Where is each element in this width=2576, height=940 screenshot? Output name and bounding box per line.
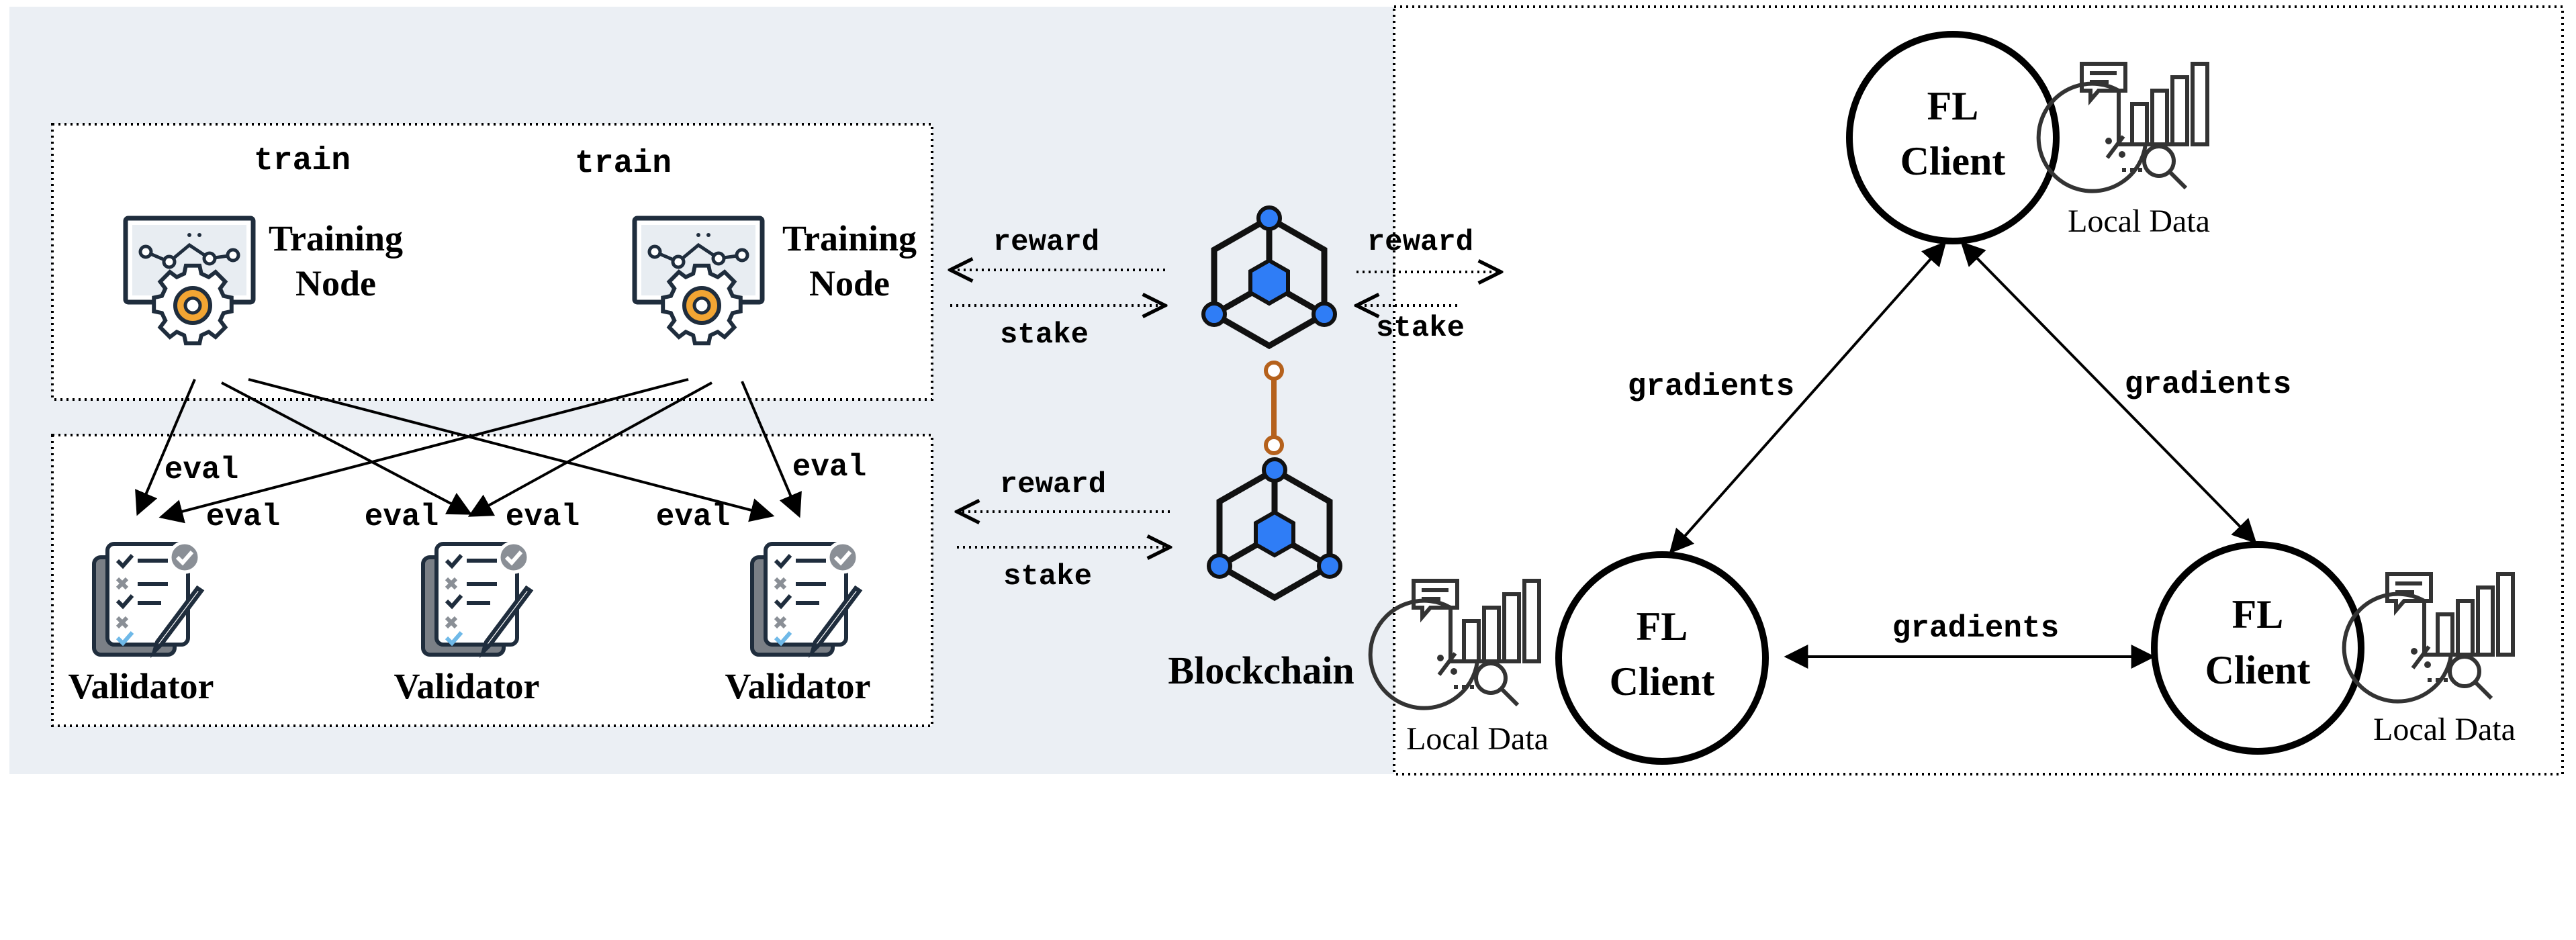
upper-stake-label: stake <box>1000 318 1089 352</box>
eval-label-5: eval <box>656 500 730 534</box>
train-label-2: train <box>575 146 672 182</box>
eval-arrow <box>158 378 689 524</box>
fl-client-right-line1: FL <box>2232 592 2284 637</box>
gradient-arrows <box>1669 241 2257 669</box>
eval-arrow <box>467 381 712 517</box>
gradient-label-bottom: gradients <box>1892 611 2059 646</box>
gradient-label-left: gradients <box>1628 369 1794 404</box>
eval-label-4: eval <box>506 500 580 534</box>
right-reward-label: reward <box>1367 226 1473 259</box>
blockchain-label: Blockchain <box>1168 649 1354 692</box>
right-stake-label: stake <box>1376 312 1465 345</box>
training-node-1-line2: Node <box>295 263 376 303</box>
upper-reward-label: reward <box>993 226 1099 259</box>
validator-icon-3 <box>752 543 860 655</box>
local-data-label-left: Local Data <box>1406 721 1549 757</box>
eval-arrows <box>135 378 802 524</box>
gradient-arrow-right <box>1960 241 2257 544</box>
chain-link-ring-bottom <box>1264 435 1284 455</box>
eval-label-3: eval <box>365 500 439 534</box>
validator-label-3: Validator <box>725 666 870 706</box>
gradient-label-right: gradients <box>2125 367 2291 402</box>
training-node-2-line2: Node <box>809 263 890 303</box>
validator-label-1: Validator <box>68 666 214 706</box>
local-data-label-right: Local Data <box>2373 712 2516 747</box>
fl-client-right-line2: Client <box>2205 648 2311 692</box>
lower-reward-label: reward <box>1000 468 1106 502</box>
validator-icon-1 <box>94 543 201 655</box>
eval-label-6: eval <box>792 450 866 485</box>
chain-link-ring-top <box>1264 361 1284 381</box>
fl-client-left-line2: Client <box>1610 659 1715 704</box>
lower-stake-label: stake <box>1003 560 1092 594</box>
gradient-arrow-left <box>1669 241 1947 554</box>
validator-icon-2 <box>423 543 531 655</box>
local-data-label-top: Local Data <box>2068 203 2210 239</box>
train-label-1: train <box>254 143 351 179</box>
eval-arrow <box>135 379 196 516</box>
fl-client-bottom-left <box>1555 551 1769 765</box>
eval-label-2: eval <box>206 500 280 534</box>
eval-arrow <box>221 381 473 515</box>
fl-client-left-line1: FL <box>1637 604 1688 649</box>
eval-arrow <box>248 378 775 522</box>
validator-label-2: Validator <box>394 666 539 706</box>
training-node-1-line1: Training <box>269 218 403 258</box>
fl-client-top-line2: Client <box>1900 139 2006 183</box>
training-node-2-line1: Training <box>782 218 917 258</box>
eval-label-1: eval <box>165 453 238 487</box>
eval-arrow <box>741 381 802 518</box>
fl-client-top <box>1846 31 2060 244</box>
fl-client-top-line1: FL <box>1927 84 1979 128</box>
